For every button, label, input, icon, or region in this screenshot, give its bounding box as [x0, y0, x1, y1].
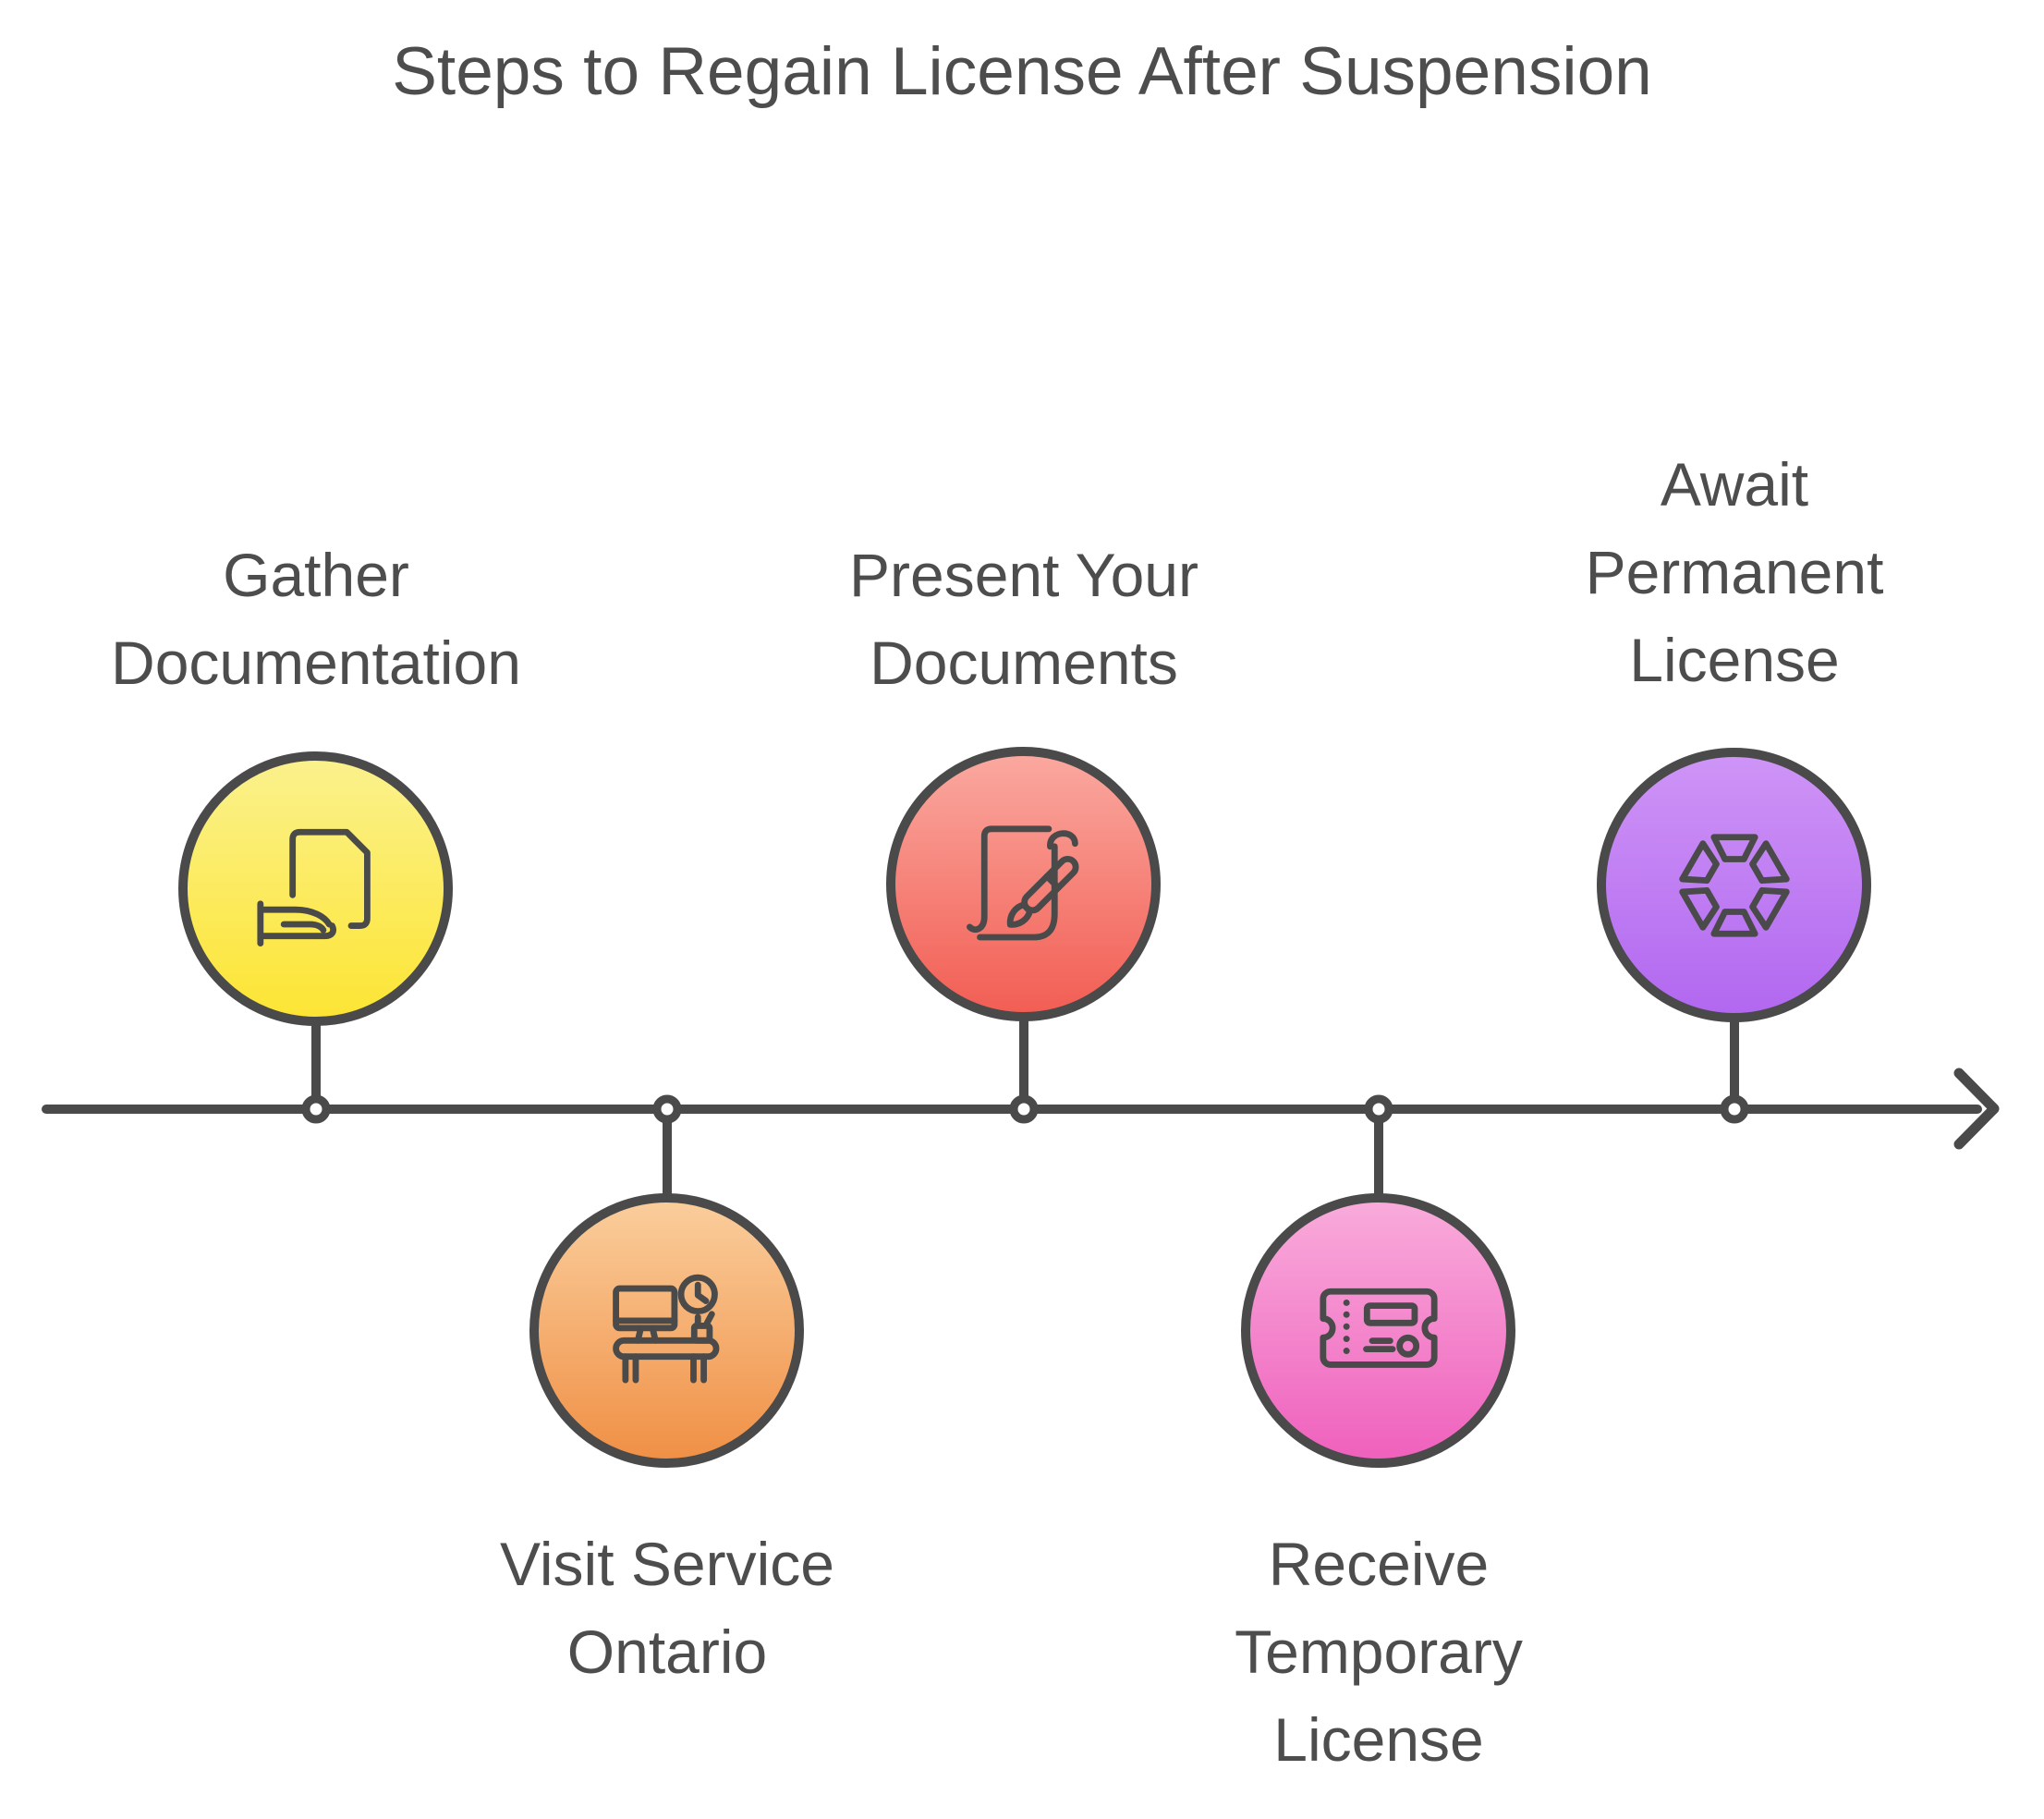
timeline-node	[1364, 1094, 1393, 1124]
step-label: Receive Temporary License	[1235, 1530, 1523, 1774]
scroll-and-pen-icon	[966, 824, 1079, 940]
document-in-hand-icon	[256, 828, 371, 946]
step-circle-gather-documentation	[178, 751, 453, 1026]
step-label: Present Your Documents	[849, 541, 1198, 697]
spinner-icon	[1678, 833, 1790, 937]
timeline-node	[1009, 1094, 1039, 1124]
timeline-node	[301, 1094, 331, 1124]
step-circle-present-your-documents	[886, 747, 1161, 1021]
step-circle-visit-service-ontario	[529, 1193, 804, 1468]
step-label: Visit Service Ontario	[500, 1530, 834, 1686]
office-desk-icon	[612, 1274, 719, 1383]
timeline-arrowhead	[1953, 1068, 2000, 1150]
step-label: Gather Documentation	[111, 541, 521, 697]
ticket-icon	[1319, 1288, 1438, 1368]
step-circle-await-permanent-license	[1597, 748, 1871, 1022]
step-circle-receive-temporary-license	[1241, 1193, 1515, 1468]
timeline-node	[1720, 1094, 1749, 1124]
step-label: Await Permanent License	[1585, 450, 1884, 694]
timeline-node	[652, 1094, 682, 1124]
page-title: Steps to Regain License After Suspension	[392, 34, 1652, 109]
